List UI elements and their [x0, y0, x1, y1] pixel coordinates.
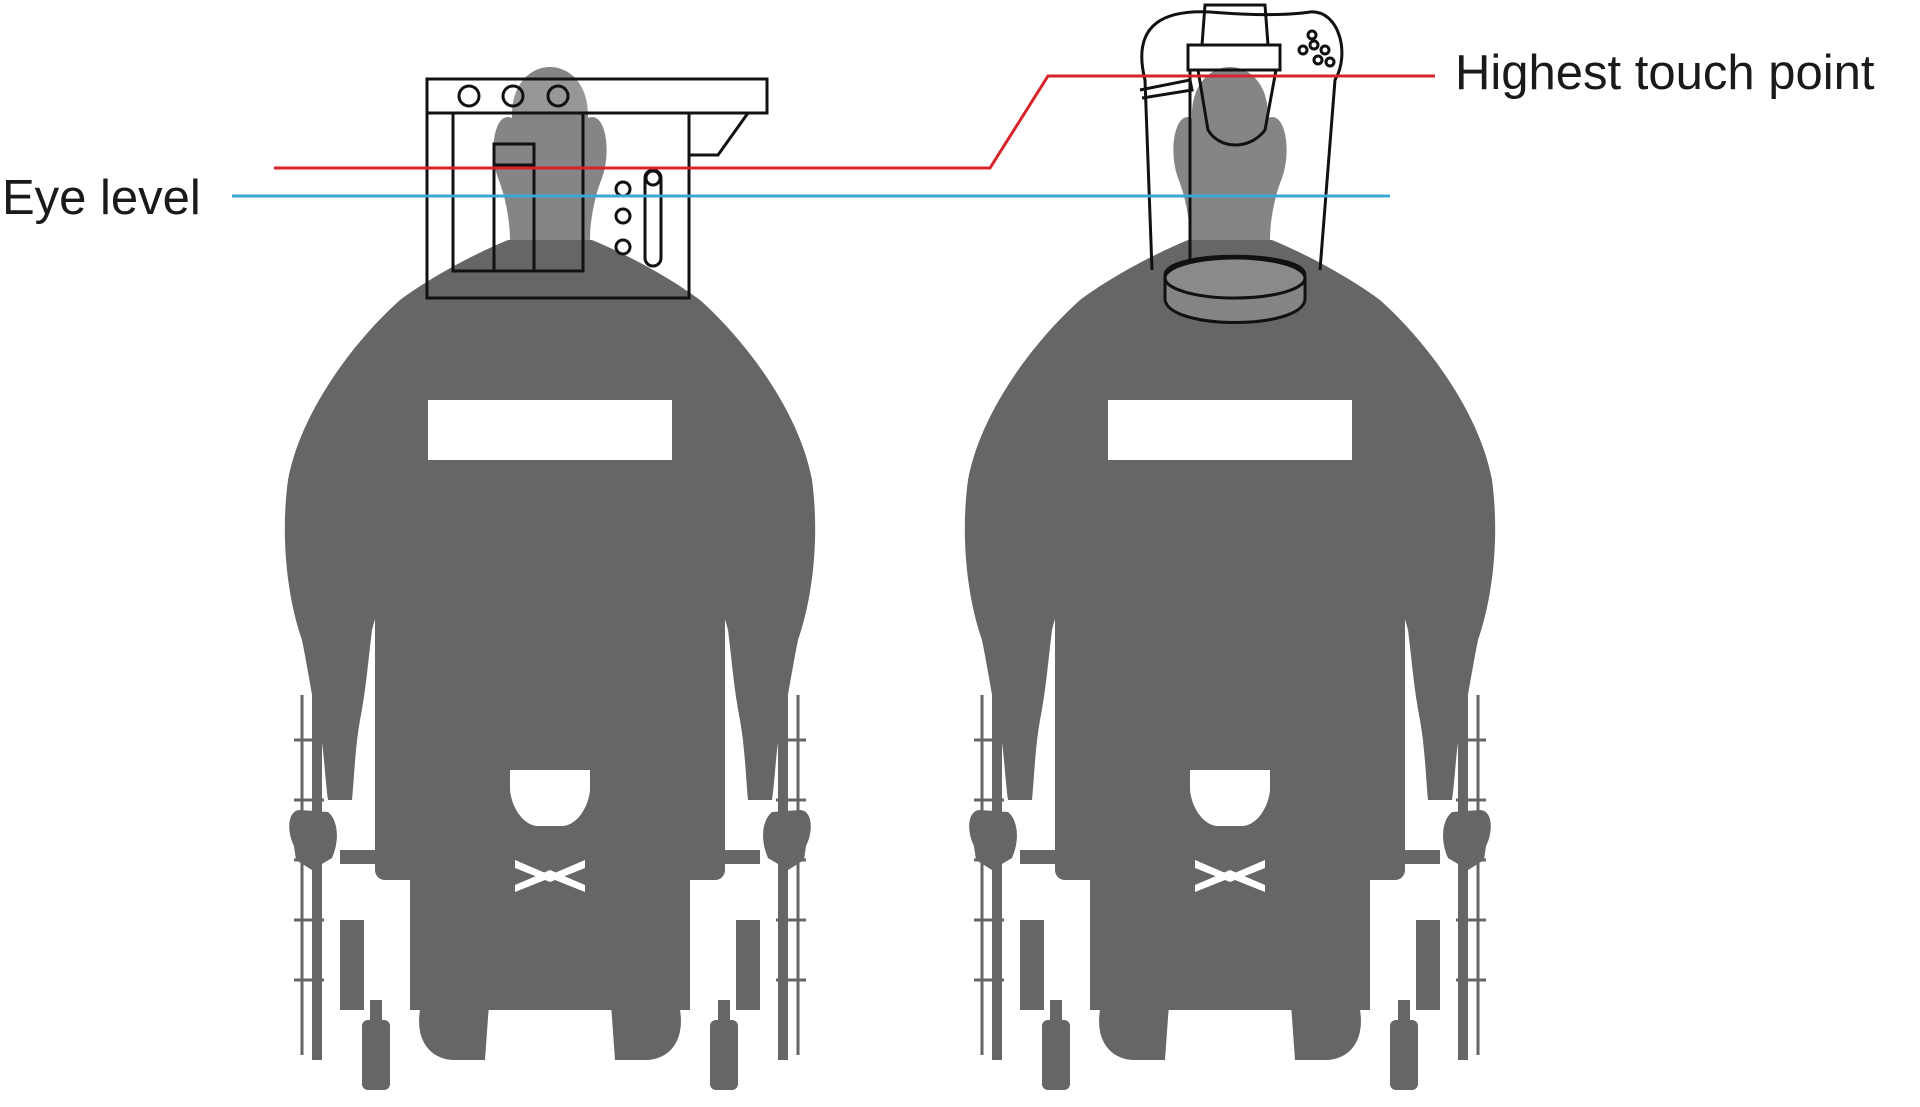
person-left — [283, 65, 817, 1092]
highest-touch-point-label: Highest touch point — [1455, 46, 1875, 100]
eye-level-label: Eye level — [2, 171, 201, 225]
wall-machine — [425, 77, 769, 300]
person-right — [963, 65, 1497, 1092]
touch-point-line — [274, 74, 1435, 170]
kiosk — [1139, 3, 1344, 324]
